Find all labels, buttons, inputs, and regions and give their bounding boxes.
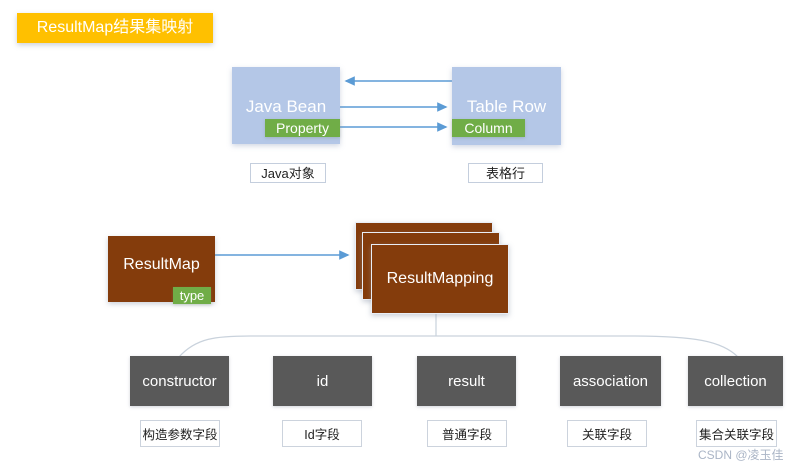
node-constructor: constructor [130, 356, 229, 406]
table-row-label: Table Row [466, 97, 547, 116]
caption-constructor: 构造参数字段 [140, 420, 220, 447]
node-label: collection [704, 372, 767, 390]
node-collection: collection [688, 356, 783, 406]
type-tag: type [173, 287, 211, 304]
node-id: id [273, 356, 372, 406]
table-row-box: Table Row Column [452, 67, 561, 145]
node-label: association [572, 372, 649, 390]
diagram-title: ResultMap结果集映射 [17, 13, 213, 43]
java-bean-label: Java Bean [245, 97, 327, 116]
property-tag: Property [265, 119, 340, 137]
csdn-watermark: CSDN @凌玉佳 [698, 448, 784, 462]
java-bean-box: Java Bean Property [232, 67, 340, 144]
caption-association: 关联字段 [567, 420, 647, 447]
caption-collection: 集合关联字段 [696, 420, 777, 447]
node-association: association [560, 356, 661, 406]
caption-result: 普通字段 [427, 420, 507, 447]
resultmapping-label: ResultMapping [386, 270, 494, 287]
column-tag: Column [452, 119, 525, 137]
caption-id: Id字段 [282, 420, 362, 447]
tree-connector-brace [178, 335, 739, 358]
table-row-caption: 表格行 [468, 163, 543, 183]
resultmap-label: ResultMap [123, 256, 200, 273]
node-label: constructor [142, 372, 217, 390]
node-label: id [316, 372, 329, 390]
resultmap-box: ResultMap type [108, 236, 215, 304]
resultmapping-box-front: ResultMapping [371, 244, 509, 314]
node-label: result [448, 372, 485, 390]
node-result: result [417, 356, 516, 406]
java-object-caption: Java对象 [250, 163, 326, 183]
